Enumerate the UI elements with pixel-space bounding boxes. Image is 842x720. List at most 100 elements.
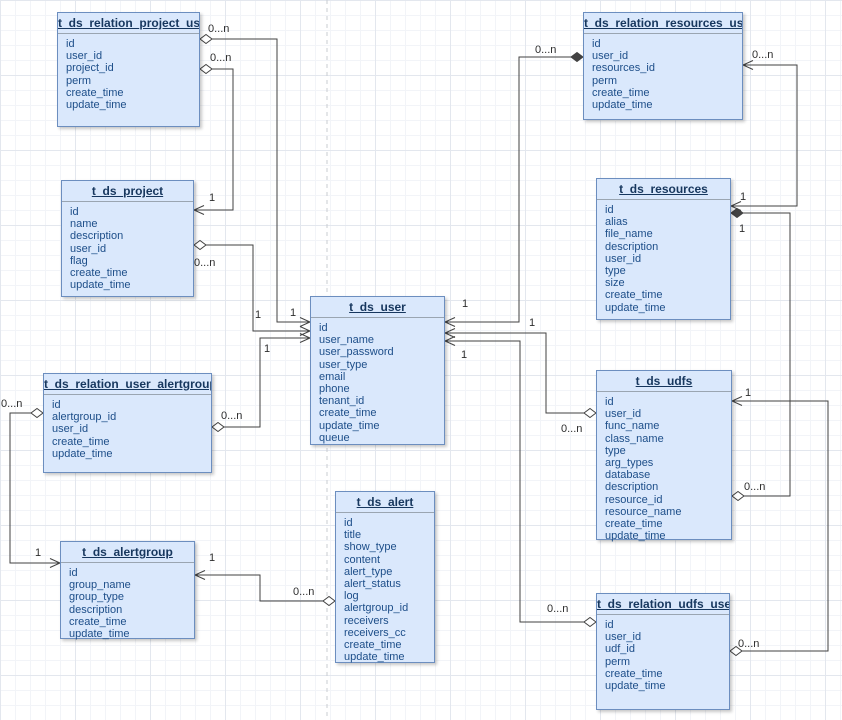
entity-field-id[interactable]: id (592, 38, 601, 50)
entity-field-name[interactable]: name (70, 218, 98, 231)
entity-title[interactable]: t_ds_alertgroup (61, 542, 194, 563)
entity-field-tenant_id[interactable]: tenant_id (319, 395, 365, 408)
entity-field-user_name[interactable]: user_name (319, 334, 375, 347)
connector-relation_resources_user-to-resources[interactable] (731, 64, 798, 207)
entity-field-user_id[interactable]: user_id (70, 242, 107, 255)
connector-udfs-to-relation_udfs_user[interactable] (730, 400, 829, 652)
connector-resources-to-udfs[interactable] (731, 212, 791, 497)
entity-field-create_time[interactable]: create_time (66, 86, 124, 99)
entity-field-create_time[interactable]: create_time (605, 517, 663, 530)
entity-field-alert_status[interactable]: alert_status (344, 577, 401, 590)
entity-field-type[interactable]: type (605, 444, 626, 457)
entity-field-create_time[interactable]: create_time (605, 667, 663, 680)
entity-field-perm[interactable]: perm (605, 655, 631, 668)
connector-relation_project_user-to-project[interactable] (194, 68, 234, 211)
connector-project-to-user[interactable] (194, 244, 310, 332)
entity-field-alias[interactable]: alias (605, 216, 628, 229)
entity-field-user_id[interactable]: user_id (66, 50, 103, 63)
entity-field-alertgroup_id[interactable]: alertgroup_id (52, 411, 117, 424)
entity-field-content[interactable]: content (344, 553, 381, 566)
entity-field-update_time[interactable]: update_time (70, 279, 131, 292)
entity-field-file_name[interactable]: file_name (605, 228, 653, 241)
entity-field-description[interactable]: description (605, 240, 659, 253)
entity-field-update_time[interactable]: update_time (319, 419, 380, 432)
connector-user-to-udfs[interactable] (445, 332, 596, 414)
connector-relation_project_user-to-user[interactable] (200, 38, 310, 323)
entity-field-type[interactable]: type (605, 264, 626, 277)
entity-field-email[interactable]: email (319, 370, 346, 383)
entity-field-update_time[interactable]: update_time (66, 98, 127, 111)
entity-field-func_name[interactable]: func_name (605, 420, 660, 433)
entity-title[interactable]: t_ds_alert (336, 492, 434, 513)
entity-field-phone[interactable]: phone (319, 382, 350, 395)
entity-field-create_time[interactable]: create_time (605, 289, 663, 302)
entity-field-user_id[interactable]: user_id (592, 50, 629, 63)
entity-field-receivers_cc[interactable]: receivers_cc (344, 626, 406, 639)
entity-title[interactable]: t_ds_resources (597, 179, 730, 200)
entity-field-flag[interactable]: flag (70, 254, 88, 267)
entity-field-id[interactable]: id (66, 38, 75, 50)
entity-field-user_password[interactable]: user_password (319, 346, 394, 359)
entity-field-alert_type[interactable]: alert_type (344, 565, 393, 578)
entity-field-id[interactable]: id (605, 619, 614, 631)
entity-field-id[interactable]: id (605, 396, 614, 408)
entity-field-log[interactable]: log (344, 590, 359, 603)
entity-field-create_time[interactable]: create_time (319, 407, 377, 420)
entity-field-id[interactable]: id (605, 204, 614, 216)
entity-title[interactable]: t_ds_relation_user_alertgroup (44, 374, 211, 395)
entity-field-create_time[interactable]: create_time (592, 86, 650, 99)
entity-title[interactable]: t_ds_udfs (597, 371, 731, 392)
entity-field-user_id[interactable]: user_id (605, 631, 642, 644)
entity-field-id[interactable]: id (52, 399, 61, 411)
entity-field-resources_id[interactable]: resources_id (592, 62, 655, 75)
entity-field-create_time[interactable]: create_time (52, 435, 110, 448)
entity-field-title[interactable]: title (344, 529, 362, 542)
entity-field-update_time[interactable]: update_time (52, 447, 113, 460)
entity-title[interactable]: t_ds_relation_project_user (58, 13, 199, 34)
connector-relation_resources_user-to-user[interactable] (445, 56, 583, 323)
entity-field-perm[interactable]: perm (66, 74, 92, 87)
entity-field-update_time[interactable]: update_time (605, 301, 666, 314)
connector-alert-to-alertgroup[interactable] (195, 574, 335, 602)
entity-field-id[interactable]: id (319, 322, 328, 334)
entity-field-id[interactable]: id (344, 517, 353, 529)
entity-field-user_id[interactable]: user_id (52, 423, 89, 436)
entity-field-update_time[interactable]: update_time (344, 651, 405, 664)
entity-field-id[interactable]: id (70, 206, 79, 218)
entity-field-resource_name[interactable]: resource_name (605, 505, 682, 518)
entity-field-update_time[interactable]: update_time (605, 530, 666, 543)
entity-field-alertgroup_id[interactable]: alertgroup_id (344, 602, 409, 615)
entity-field-update_time[interactable]: update_time (69, 627, 130, 640)
entity-title[interactable]: t_ds_relation_resources_user (584, 13, 742, 34)
entity-field-project_id[interactable]: project_id (66, 62, 114, 75)
entity-field-resource_id[interactable]: resource_id (605, 493, 663, 506)
entity-field-create_time[interactable]: create_time (344, 638, 402, 651)
entity-field-create_time[interactable]: create_time (69, 615, 127, 628)
entity-field-size[interactable]: size (605, 277, 625, 290)
entity-field-user_id[interactable]: user_id (605, 252, 642, 265)
entity-title[interactable]: t_ds_user (311, 297, 444, 318)
entity-field-group_type[interactable]: group_type (69, 591, 125, 604)
entity-field-receivers[interactable]: receivers (344, 614, 389, 627)
entity-field-create_time[interactable]: create_time (70, 266, 128, 279)
entity-field-description[interactable]: description (70, 230, 124, 243)
entity-field-description[interactable]: description (69, 603, 123, 616)
entity-field-show_type[interactable]: show_type (344, 541, 397, 554)
entity-field-user_type[interactable]: user_type (319, 358, 368, 371)
entity-title[interactable]: t_ds_project (62, 181, 193, 202)
entity-field-database[interactable]: database (605, 469, 651, 482)
entity-field-description[interactable]: description (605, 481, 659, 494)
entity-field-arg_types[interactable]: arg_types (605, 456, 654, 469)
entity-field-queue[interactable]: queue (319, 431, 350, 444)
